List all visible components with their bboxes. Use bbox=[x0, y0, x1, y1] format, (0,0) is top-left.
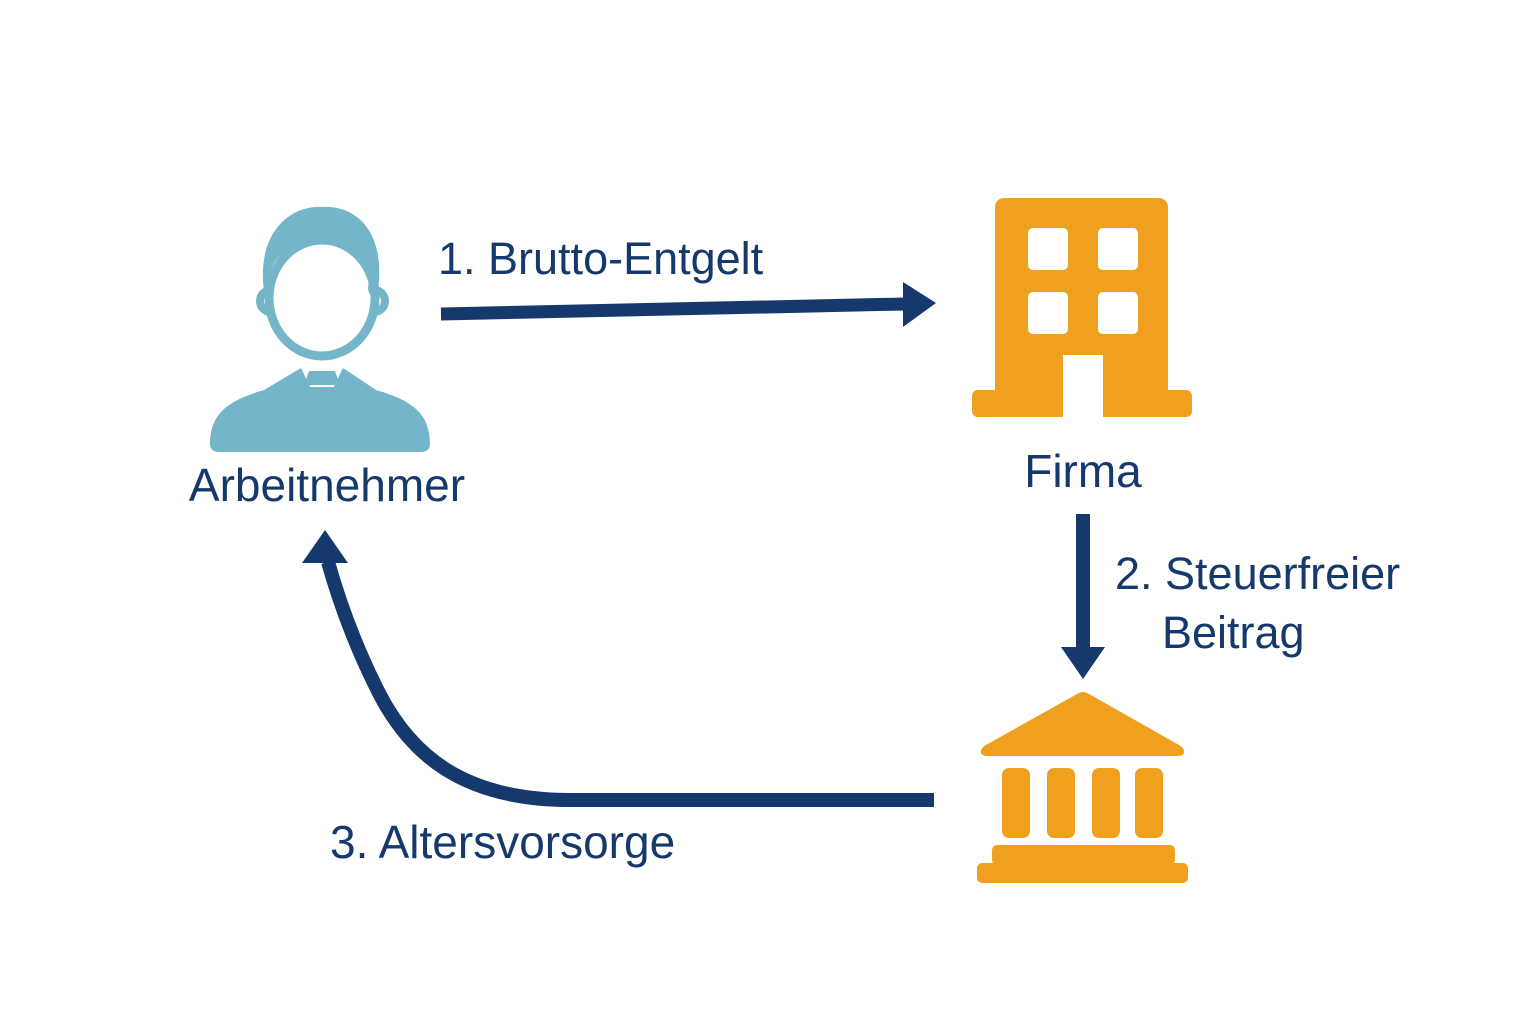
arrow-step3-altersvorsorge bbox=[302, 530, 934, 807]
building-icon bbox=[972, 198, 1192, 417]
employee-label: Arbeitnehmer bbox=[188, 459, 466, 511]
company-label: Firma bbox=[1024, 445, 1142, 497]
flow-label-step1: 1. Brutto-Entgelt bbox=[438, 233, 764, 284]
arrow-step2-steuerfreier-beitrag bbox=[1061, 514, 1105, 679]
bank-icon bbox=[977, 692, 1188, 883]
person-icon bbox=[210, 206, 430, 452]
flow-label-step2-line2: Beitrag bbox=[1162, 607, 1305, 658]
flow-label-step3: 3. Altersvorsorge bbox=[330, 816, 676, 868]
flow-label-step2-line1: 2. Steuerfreier bbox=[1115, 548, 1401, 599]
flow-label-step2: 2. Steuerfreier Beitrag bbox=[1115, 544, 1400, 662]
arrow-step1-brutto-entgelt bbox=[440, 282, 936, 327]
